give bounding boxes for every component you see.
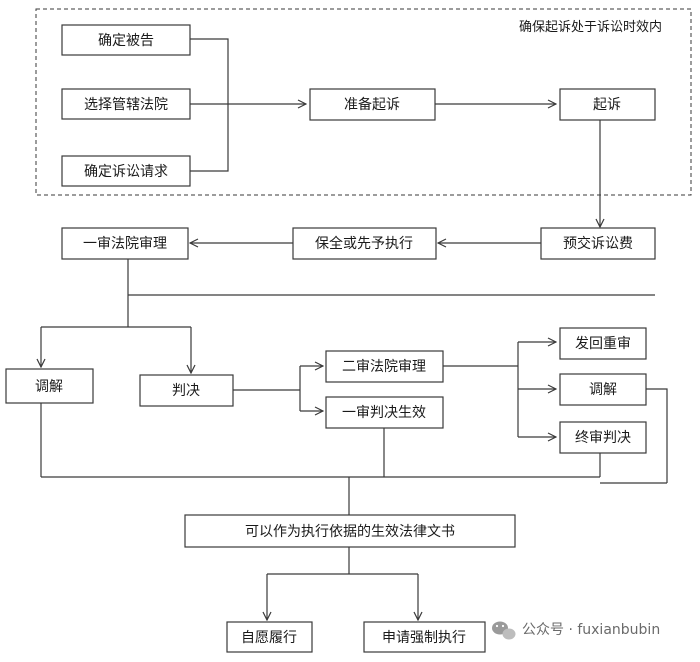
node-select-court: 选择管辖法院 [61,88,191,120]
node-label: 发回重审 [575,336,631,352]
node-label: 准备起诉 [344,96,400,113]
node-label: 调解 [589,382,617,398]
node-label: 预交诉讼费 [563,235,633,252]
node-label: 终审判决 [575,430,631,446]
node-voluntary-performance: 自愿履行 [226,621,313,653]
node-first-judgment-effective: 一审判决生效 [325,396,444,429]
node-label: 一审判决生效 [342,405,426,421]
node-mediation: 调解 [5,368,94,404]
node-label: 一审法院审理 [83,236,167,252]
node-label: 自愿履行 [241,630,297,646]
connectors [41,38,668,620]
wechat-icon [492,621,516,640]
node-prepare-suit: 准备起诉 [309,88,436,121]
node-file-suit: 起诉 [559,88,656,121]
node-final-judgment: 终审判决 [559,421,647,454]
node-label: 选择管辖法院 [84,97,168,113]
node-label: 起诉 [593,97,621,113]
node-label: 确定被告 [98,33,154,49]
node-label: 保全或先予执行 [315,235,413,252]
node-apply-enforcement: 申请强制执行 [363,621,486,653]
node-confirm-claims: 确定诉讼请求 [61,155,191,187]
node-confirm-defendant: 确定被告 [61,24,191,56]
node-label: 判决 [172,383,200,399]
node-mediation-2: 调解 [559,373,647,406]
node-label: 申请强制执行 [382,630,466,646]
node-second-instance: 二审法院审理 [325,350,444,383]
watermark: 公众号 · fuxianbubin [492,621,660,640]
node-preservation: 保全或先予执行 [292,227,437,260]
watermark-text: 公众号 · fuxianbubin [522,622,660,638]
statute-of-limitations-group [35,8,692,196]
node-prepay-fees: 预交诉讼费 [540,227,656,260]
node-label: 二审法院审理 [342,359,426,375]
group-label: 确保起诉处于诉讼时效内 [519,19,662,35]
node-judgment: 判决 [139,374,234,407]
node-first-instance: 一审法院审理 [61,227,189,260]
node-label: 可以作为执行依据的生效法律文书 [245,524,455,540]
node-remand: 发回重审 [559,327,647,360]
node-label: 确定诉讼请求 [84,164,168,180]
node-enforceable-document: 可以作为执行依据的生效法律文书 [184,514,516,548]
node-label: 调解 [35,379,63,395]
